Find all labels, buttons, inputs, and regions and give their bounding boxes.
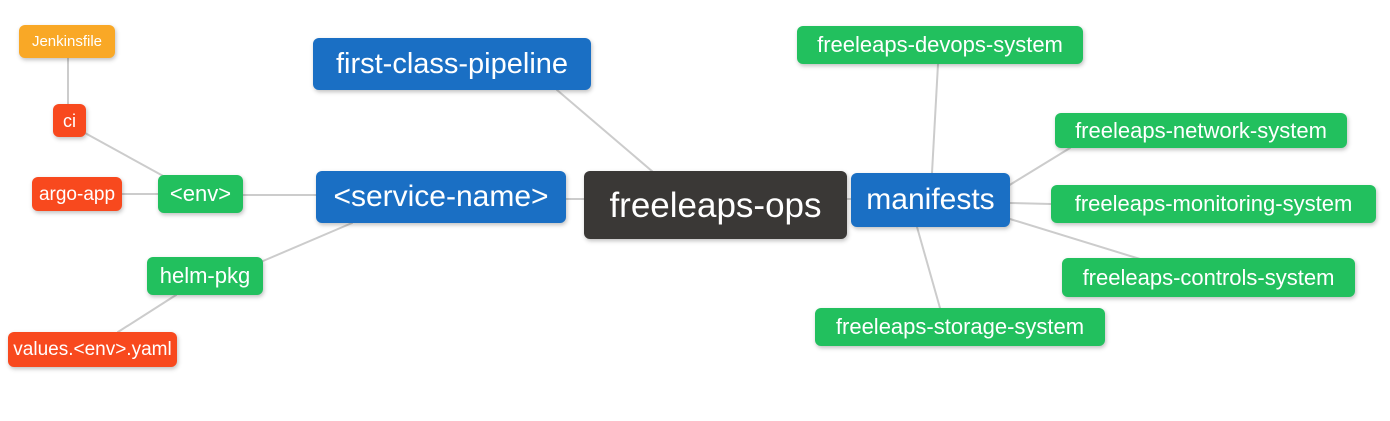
edge-helm-pkg-values: [117, 294, 177, 333]
node-env[interactable]: <env>: [158, 175, 243, 213]
node-manifests[interactable]: manifests: [851, 173, 1010, 227]
node-service-name[interactable]: <service-name>: [316, 171, 566, 223]
node-first-class-pipeline[interactable]: first-class-pipeline: [313, 38, 591, 90]
edge-pipeline-ops: [556, 89, 654, 173]
edge-manifests-storage: [916, 226, 941, 309]
node-monitoring-system[interactable]: freeleaps-monitoring-system: [1051, 185, 1376, 223]
edge-manifests-network: [1007, 147, 1071, 187]
node-controls-system[interactable]: freeleaps-controls-system: [1062, 258, 1355, 297]
node-jenkinsfile[interactable]: Jenkinsfile: [19, 25, 115, 58]
node-network-system[interactable]: freeleaps-network-system: [1055, 113, 1347, 148]
node-ci[interactable]: ci: [53, 104, 86, 137]
edge-manifests-monitoring: [1009, 202, 1052, 205]
node-freeleaps-ops-root[interactable]: freeleaps-ops: [584, 171, 847, 239]
edge-ci-env: [84, 132, 166, 178]
edge-manifests-devops: [931, 63, 939, 174]
node-argo-app[interactable]: argo-app: [32, 177, 122, 211]
node-values-env-yaml[interactable]: values.<env>.yaml: [8, 332, 177, 367]
node-devops-system[interactable]: freeleaps-devops-system: [797, 26, 1083, 64]
node-helm-pkg[interactable]: helm-pkg: [147, 257, 263, 295]
edge-manifests-controls: [1009, 218, 1141, 260]
edge-service-name-helm-pkg: [262, 222, 353, 262]
node-storage-system[interactable]: freeleaps-storage-system: [815, 308, 1105, 346]
